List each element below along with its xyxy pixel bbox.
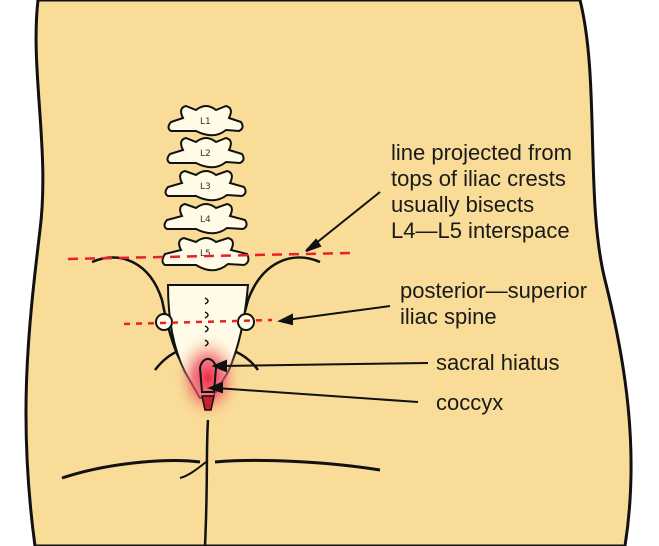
crest-line-text-2: tops of iliac crests (391, 166, 566, 191)
vertebra-label-l4: L4 (200, 215, 211, 225)
vertebra-label-l2: L2 (200, 149, 211, 159)
crest-line-text-4: L4—L5 interspace (391, 218, 570, 243)
vertebra-label-l3: L3 (200, 182, 211, 192)
vertebra-label-l1: L1 (200, 117, 211, 127)
crest-line-text-1: line projected from (391, 140, 572, 165)
psis-text-2: iliac spine (400, 304, 497, 329)
coccyx-shape (202, 396, 214, 410)
coccyx-label: coccyx (436, 390, 503, 415)
sacral-hiatus-label: sacral hiatus (436, 350, 560, 375)
psis-text-1: posterior—superior (400, 278, 587, 303)
crest-line-text-3: usually bisects (391, 192, 534, 217)
vertebra-label-l5: L5 (200, 249, 211, 259)
